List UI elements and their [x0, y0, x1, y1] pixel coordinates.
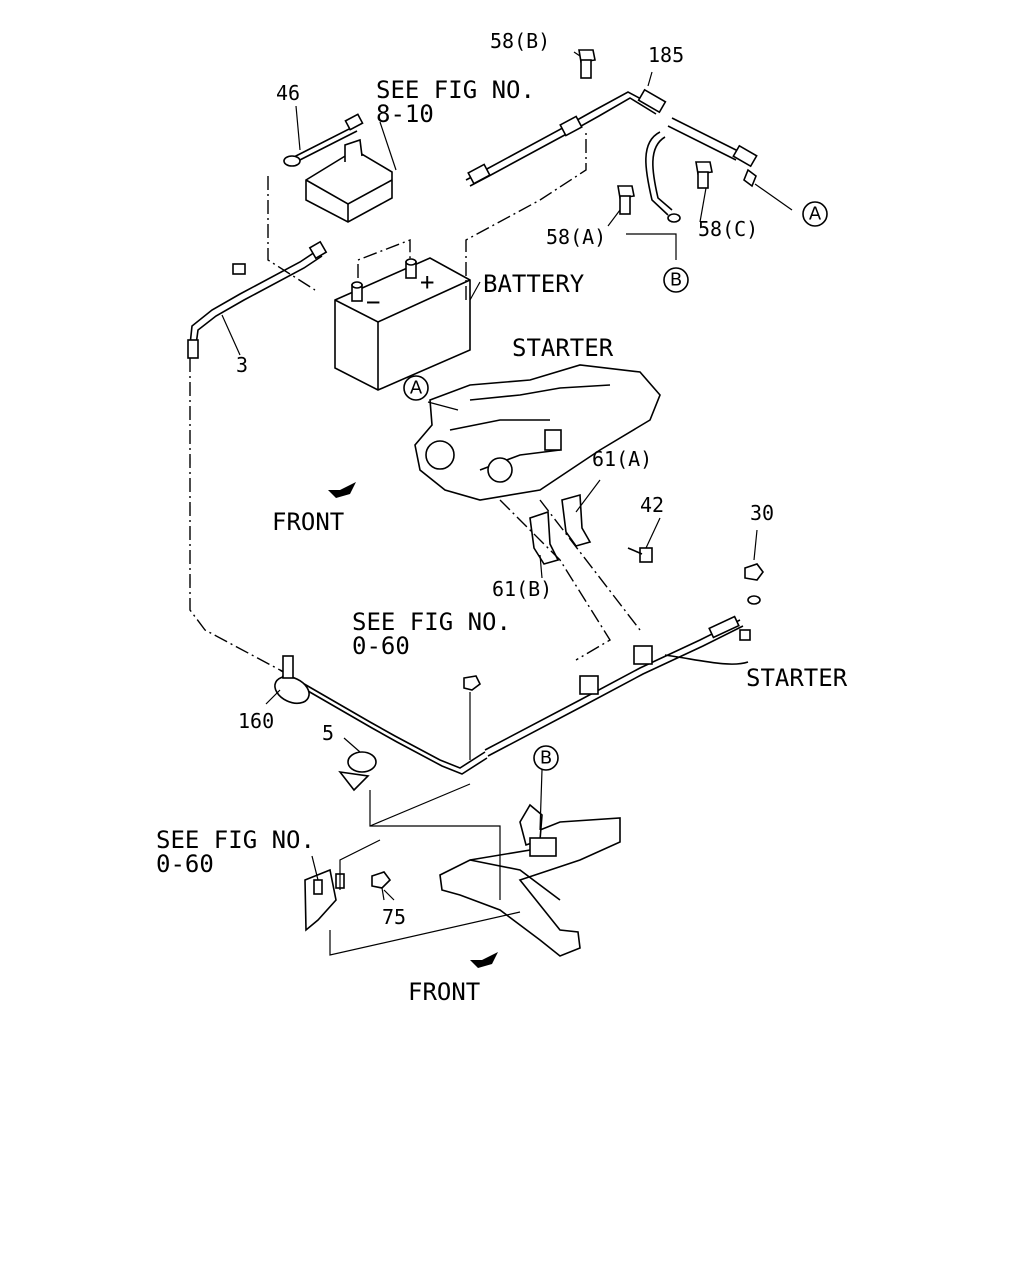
label-61a: 61(A) — [592, 447, 652, 471]
battery — [334, 257, 471, 391]
starter-label-side: STARTER — [746, 664, 848, 692]
fig-0-60-label-b: 0-60 — [156, 850, 214, 878]
see-fig-label-3: SEE FIG NO. — [156, 826, 315, 854]
label-42: 42 — [640, 493, 664, 517]
see-fig-label-1: SEE FIG NO. — [376, 76, 535, 104]
bolt-58c — [695, 161, 713, 189]
fig-0-60-label-a: 0-60 — [352, 632, 410, 660]
cable-3 — [187, 240, 328, 359]
bolt-58b — [578, 49, 596, 79]
stud-see-fig — [463, 675, 482, 760]
front-label-2: FRONT — [408, 978, 480, 1006]
label-58a: 58(A) — [546, 225, 606, 249]
label-30: 30 — [750, 501, 774, 525]
callout-b-top: B — [663, 267, 689, 293]
callout-b-frame: B — [533, 745, 559, 771]
engine — [414, 364, 661, 501]
battery-bracket — [305, 138, 393, 223]
harness-run — [189, 358, 488, 775]
clip-5 — [338, 751, 377, 792]
see-fig-label-2: SEE FIG NO. — [352, 608, 511, 636]
label-58b: 58(B) — [490, 29, 550, 53]
bracket-61a — [561, 493, 592, 547]
label-58c: 58(C) — [698, 217, 758, 241]
fig-8-10-label: 8-10 — [376, 100, 434, 128]
label-5: 5 — [322, 721, 334, 745]
bracket-61b — [529, 510, 560, 565]
nut-30 — [744, 563, 764, 605]
frame-rail — [439, 803, 621, 957]
starter-cable — [484, 615, 751, 757]
label-75: 75 — [382, 905, 406, 929]
callout-a-right: A — [802, 201, 828, 227]
label-61b: 61(B) — [492, 577, 552, 601]
callout-b-top-label: B — [670, 270, 682, 291]
front-arrow-2 — [470, 952, 498, 968]
callout-a-engine: A — [403, 375, 429, 401]
front-arrow-1 — [328, 482, 356, 498]
bolt-75 — [371, 871, 392, 901]
leader-lines — [221, 51, 793, 956]
label-3: 3 — [236, 353, 248, 377]
label-46: 46 — [276, 81, 300, 105]
front-label-1: FRONT — [272, 508, 344, 536]
battery-plus: + — [420, 268, 434, 296]
cable-46 — [283, 113, 364, 167]
label-185: 185 — [648, 43, 684, 67]
cable-185 — [465, 88, 758, 223]
bolt-58a — [617, 185, 635, 215]
label-160: 160 — [238, 709, 274, 733]
callout-b-frame-label: B — [540, 748, 552, 769]
callout-a-right-label: A — [809, 204, 822, 225]
callout-a-engine-label: A — [410, 378, 423, 399]
bolt-42 — [627, 547, 653, 563]
battery-minus: − — [366, 288, 380, 316]
battery-label: BATTERY — [483, 270, 585, 298]
ground-bracket — [304, 868, 345, 932]
starter-label-top: STARTER — [512, 334, 614, 362]
